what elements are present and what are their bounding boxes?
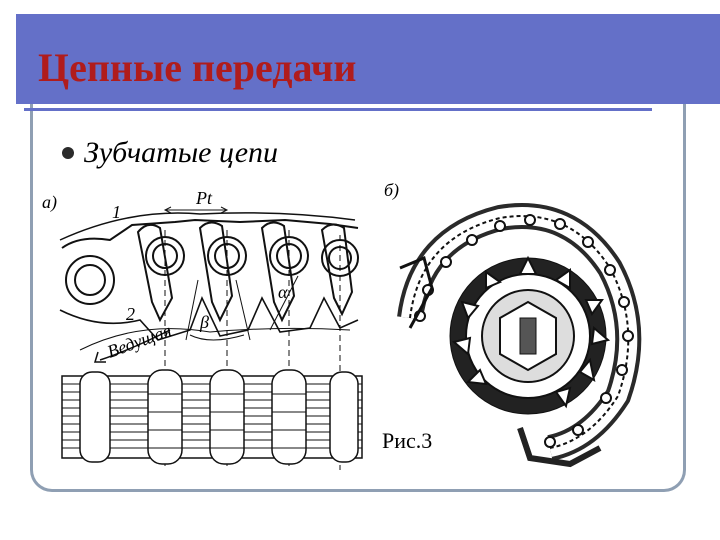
label-1: 1 xyxy=(112,202,121,222)
chain-sprocket-drawing: б) xyxy=(384,180,642,468)
driving-label: Ведущая xyxy=(105,320,175,362)
title-bar: Цепные передачи xyxy=(16,14,720,111)
pitch-label: Pt xyxy=(195,188,213,208)
bullet-text: Зубчатые цепи xyxy=(84,136,279,169)
figure-a-label: а) xyxy=(42,192,57,213)
label-2: 2 xyxy=(126,304,135,324)
slide-frame xyxy=(30,14,686,492)
title-underline xyxy=(24,108,652,111)
figure-b-label: б) xyxy=(384,180,399,201)
tooth-chain-drawing: а) xyxy=(42,188,363,470)
alpha-label: α xyxy=(278,282,288,302)
bullet-icon xyxy=(62,147,74,159)
figure-caption: Рис.3 xyxy=(382,428,433,453)
beta-label: β xyxy=(199,312,209,332)
slide-title: Цепные передачи xyxy=(38,45,357,90)
bullet-item: Зубчатые цепи xyxy=(62,136,278,170)
